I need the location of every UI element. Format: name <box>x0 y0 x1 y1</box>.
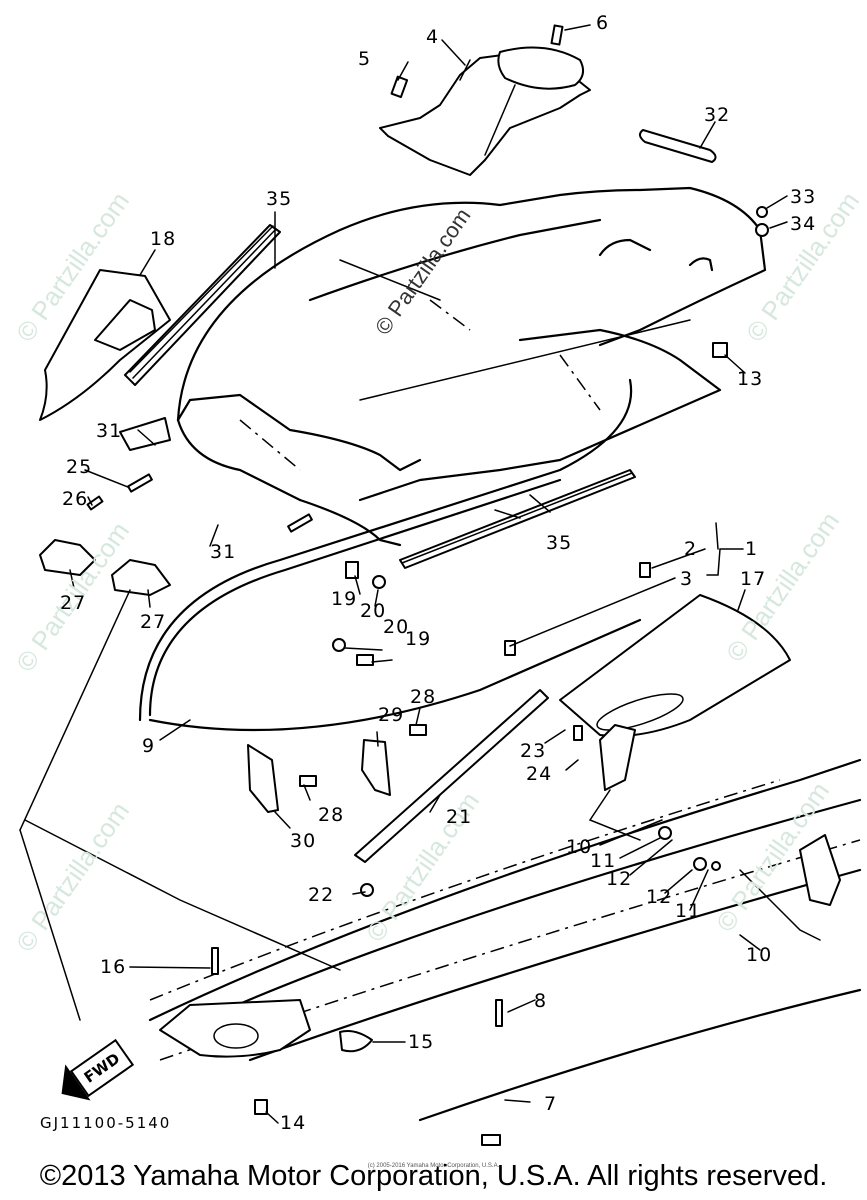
fasteners <box>39 206 769 1146</box>
callout-21: 21 <box>446 806 473 828</box>
part-18 <box>39 269 171 421</box>
part-steering-cover <box>379 46 591 176</box>
small-copyright: (c) 2005-2016 Yamaha Motor Corporation, … <box>367 1163 500 1169</box>
callout-17: 17 <box>740 568 767 590</box>
part-clamp-15 <box>339 1030 373 1053</box>
callout-8: 8 <box>534 990 548 1012</box>
callout-31b: 31 <box>210 541 237 563</box>
part-deck <box>176 186 767 547</box>
callout-32: 32 <box>704 104 731 126</box>
callout-18: 18 <box>150 228 177 250</box>
callout-10a: 10 <box>566 836 593 858</box>
callout-31a: 31 <box>96 420 123 442</box>
callout-26: 26 <box>62 488 89 510</box>
part-hinge-assembly <box>588 724 841 941</box>
bracket-30 <box>247 744 279 813</box>
callout-12b: 12 <box>646 886 673 908</box>
callout-33: 33 <box>790 186 817 208</box>
callout-19a: 19 <box>331 588 358 610</box>
callout-30: 30 <box>290 830 317 852</box>
callout-4: 4 <box>426 26 440 48</box>
callout-16: 16 <box>100 956 127 978</box>
callout-28a: 28 <box>410 686 437 708</box>
callout-24: 24 <box>526 763 553 785</box>
callout-5: 5 <box>358 48 372 70</box>
callout-15: 15 <box>408 1031 435 1053</box>
callout-3: 3 <box>680 568 694 590</box>
part-bottom-plate <box>159 999 311 1058</box>
callout-27b: 27 <box>140 611 167 633</box>
part-frame-9 <box>138 378 642 732</box>
callout-12a: 12 <box>606 868 633 890</box>
callout-10b: 10 <box>746 944 773 966</box>
callout-27a: 27 <box>60 592 87 614</box>
callout-1: 1 <box>745 538 759 560</box>
drawing-code: GJ11100-5140 <box>40 1114 172 1132</box>
leader-lines <box>19 24 788 1124</box>
screw-5 <box>390 75 409 99</box>
callout-11b: 11 <box>675 900 702 922</box>
callout-25: 25 <box>66 456 93 478</box>
callout-20b: 20 <box>383 616 410 638</box>
callout-20a: 20 <box>360 600 387 622</box>
callout-29: 29 <box>378 704 405 726</box>
callout-6: 6 <box>596 12 610 34</box>
callout-35a: 35 <box>266 188 293 210</box>
callout-11a: 11 <box>590 850 617 872</box>
callout-9: 9 <box>142 735 156 757</box>
callout-13: 13 <box>737 368 764 390</box>
screw-6 <box>550 24 564 46</box>
bracket-29 <box>361 739 391 796</box>
part-arm-21 <box>354 689 549 863</box>
part-rail-35-upper <box>124 224 281 386</box>
callout-7: 7 <box>544 1093 558 1115</box>
copyright-notice: ©2013 Yamaha Motor Corporation, U.S.A. A… <box>39 1160 828 1192</box>
callout-19b: 19 <box>405 628 432 650</box>
callout-23: 23 <box>520 740 547 762</box>
callout-22: 22 <box>308 884 335 906</box>
callout-34: 34 <box>790 213 817 235</box>
callout-28b: 28 <box>318 804 345 826</box>
callout-2: 2 <box>684 538 698 560</box>
part-rail-35-lower <box>399 469 636 569</box>
callout-14: 14 <box>280 1112 307 1134</box>
callout-35b: 35 <box>546 532 573 554</box>
part-handle-32 <box>639 129 717 163</box>
